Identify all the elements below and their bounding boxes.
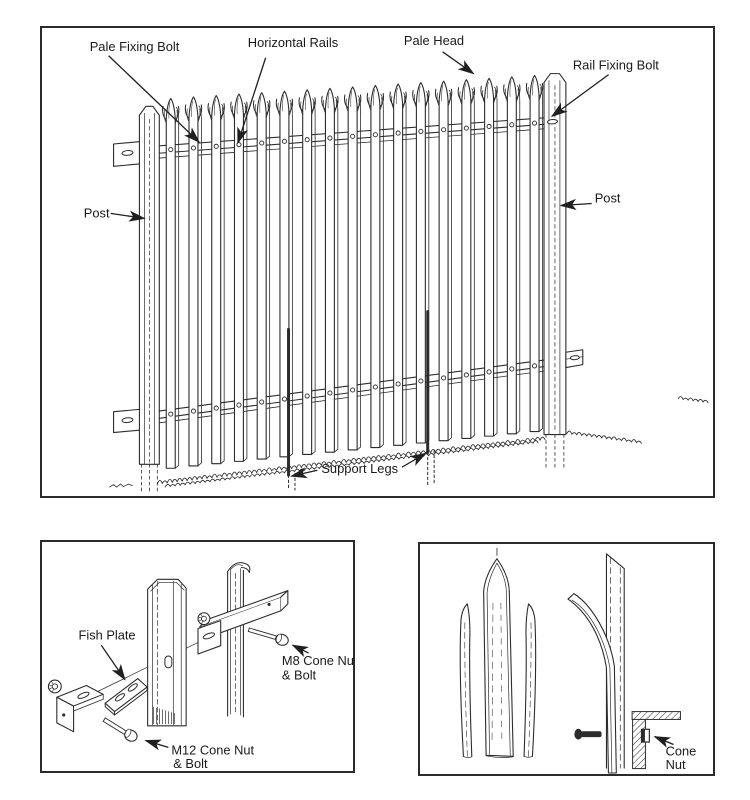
arrow-horizontal-rails [237, 57, 267, 145]
pale-head-labels: Cone Nut [653, 736, 697, 772]
pale [503, 76, 521, 435]
arrow-post-right [559, 198, 592, 211]
label-m8-bolt: & Bolt [282, 668, 317, 683]
grass [109, 396, 709, 488]
support-legs [287, 310, 435, 491]
label-m12-bolt: & Bolt [173, 756, 208, 771]
arrow-cone-nut [653, 736, 674, 748]
label-horizontal-rails: Horizontal Rails [248, 35, 338, 50]
label-pale-fixing-bolt: Pale Fixing Bolt [90, 39, 180, 54]
arrow-support-leg-left [290, 467, 318, 479]
label-cone-nut-line1: Cone [666, 743, 697, 758]
pale [184, 96, 203, 467]
fence-art [109, 73, 709, 493]
pale [230, 93, 248, 462]
arrow-post-left [110, 210, 146, 222]
fence-labels: Pale Fixing Bolt Horizontal Rails Pale H… [84, 33, 659, 479]
arrow-m8-bolt [291, 644, 309, 657]
arrow-pale-fixing-bolt [108, 55, 201, 143]
pale [525, 74, 544, 433]
fish-plate-art [47, 562, 289, 742]
pale [298, 89, 316, 456]
label-post-right: Post [595, 191, 621, 206]
pale [457, 79, 476, 439]
main-fence-diagram-panel: Pale Fixing Bolt Horizontal Rails Pale H… [40, 26, 715, 498]
pale [253, 92, 271, 460]
fish-plate-detail-panel: Fish Plate M8 Cone Nut & Bolt M12 Cone N… [40, 540, 355, 773]
label-m8-cone-nut: M8 Cone Nut [282, 653, 353, 668]
pale [321, 87, 339, 453]
fish-plate-drawing: Fish Plate M8 Cone Nut & Bolt M12 Cone N… [47, 562, 353, 771]
pale [207, 94, 225, 465]
arrow-pale-head [442, 51, 475, 75]
label-fish-plate: Fish Plate [79, 627, 136, 642]
label-rail-fixing-bolt: Rail Fixing Bolt [573, 58, 659, 73]
pale [275, 90, 294, 458]
label-post-left: Post [84, 205, 110, 220]
label-pale-head: Pale Head [404, 33, 464, 48]
pale [389, 83, 407, 446]
pale [343, 86, 362, 451]
label-cone-nut-line2: Nut [666, 757, 686, 772]
pale [366, 84, 385, 449]
label-m12-cone-nut: M12 Cone Nut [171, 742, 254, 757]
pale-head-art [459, 547, 681, 774]
arrow-fish-plate [100, 644, 126, 681]
pale [480, 77, 498, 437]
pale-head-drawing: Cone Nut [459, 547, 697, 774]
pale [434, 80, 453, 442]
pale-head-detail-panel: Cone Nut [418, 542, 715, 776]
arrow-m12-bolt [144, 739, 169, 751]
arrow-rail-fixing-bolt [550, 74, 610, 118]
label-support-legs: Support Legs [321, 461, 398, 476]
fence-drawing: Pale Fixing Bolt Horizontal Rails Pale H… [84, 33, 709, 493]
fish-plate-labels: Fish Plate M8 Cone Nut & Bolt M12 Cone N… [79, 627, 353, 771]
arrow-support-leg-right [401, 452, 427, 468]
